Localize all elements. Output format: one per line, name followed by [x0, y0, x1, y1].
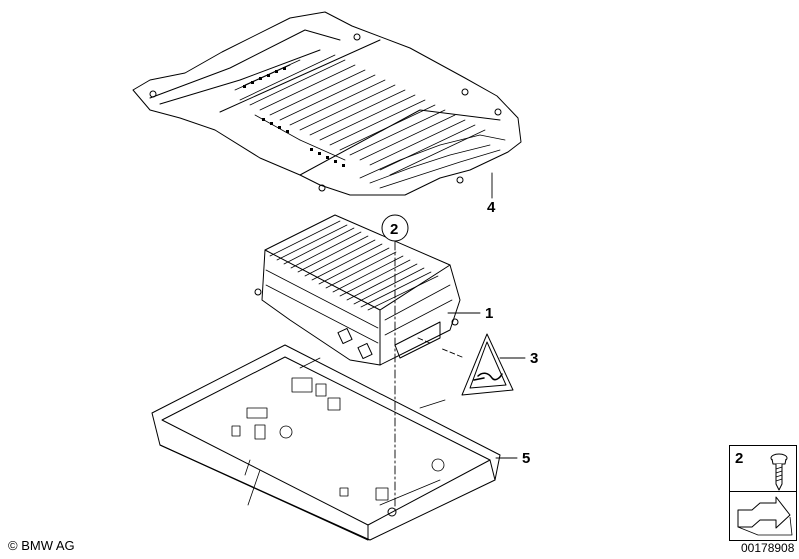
drawing-number: 00178908 — [741, 541, 795, 555]
amplifier-part-1[interactable] — [254, 214, 461, 366]
callout-label-3: 3 — [530, 350, 538, 367]
callout-label-4: 4 — [487, 199, 496, 216]
cover-plate-part-4[interactable] — [132, 11, 522, 196]
copyright-text: © BMW AG — [8, 538, 75, 553]
parts-legend-divider — [729, 491, 796, 492]
warning-label-part-3[interactable] — [461, 333, 514, 396]
callout-label-2: 2 — [390, 221, 398, 238]
callout-label-1: 1 — [485, 305, 493, 322]
tray-part-5[interactable] — [151, 344, 501, 541]
leader-lines — [394, 172, 526, 511]
callout-label-5: 5 — [522, 450, 530, 467]
parts-legend-number: 2 — [735, 450, 744, 467]
callout-circle-2 — [381, 214, 409, 242]
